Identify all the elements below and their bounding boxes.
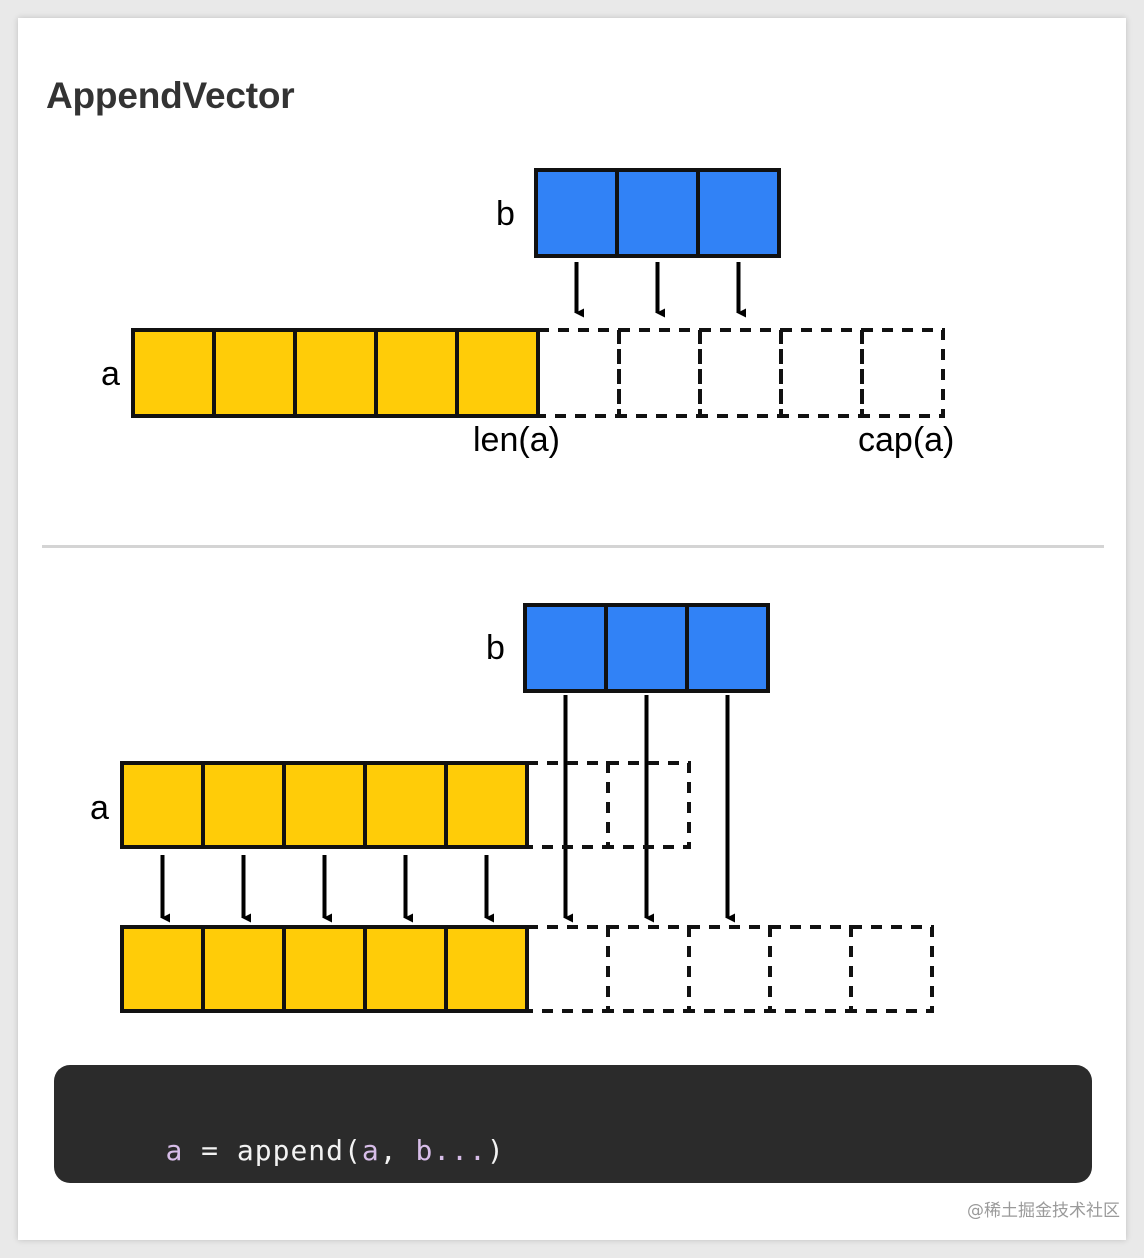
bottom-old-label-a: a	[90, 789, 109, 827]
code-token-close-paren: )	[486, 1134, 505, 1167]
watermark: @稀土掘金技术社区	[967, 1201, 1120, 1221]
top-caption-cap: cap(a)	[858, 421, 955, 459]
page-card	[18, 18, 1126, 1240]
code-token-comma: ,	[379, 1134, 416, 1167]
code-token-a-arg: a	[361, 1134, 380, 1167]
section-divider	[42, 545, 1104, 548]
top-target-label-a: a	[101, 355, 120, 393]
code-token-b-spread: b...	[415, 1134, 487, 1167]
code-line: a = append(a, b...)	[94, 1101, 505, 1200]
page-title: AppendVector	[46, 75, 295, 116]
code-block: a = append(a, b...)	[54, 1065, 1092, 1183]
top-caption-len: len(a)	[473, 421, 560, 459]
code-token-a-lhs: a	[165, 1134, 184, 1167]
bottom-source-label-b: b	[486, 629, 505, 667]
top-source-label-b: b	[496, 195, 515, 233]
code-token-append: = append(	[183, 1134, 362, 1167]
